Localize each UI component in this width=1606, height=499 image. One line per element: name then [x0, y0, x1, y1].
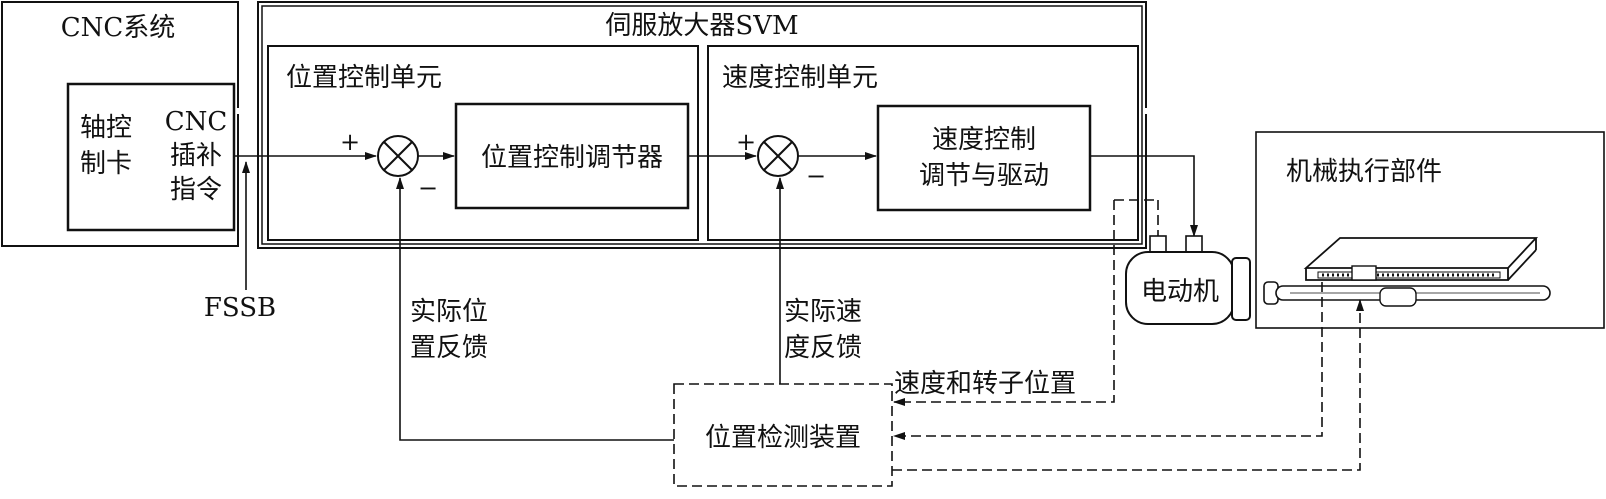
- speed-unit-title: 速度控制单元: [722, 63, 878, 93]
- servo-amplifier-title: 伺服放大器SVM: [605, 11, 798, 41]
- position-feedback-label: 实际位 置反馈: [410, 297, 488, 363]
- position-control-unit: 位置控制单元: [267, 45, 699, 241]
- forward-signal-path: [234, 152, 1198, 237]
- position-unit-title: 位置控制单元: [286, 63, 442, 93]
- cnc-cmd-label-3: 指令: [170, 175, 222, 205]
- cnc-cmd-label-2: 插补: [170, 141, 222, 171]
- feedback-signal-path: [396, 177, 784, 441]
- motor-label: 电动机: [1141, 277, 1219, 307]
- cnc-system-title: CNC系统: [61, 13, 176, 43]
- cnc-cmd-label-1: CNC: [165, 107, 228, 137]
- speed-driver-block: 速度控制 调节与驱动: [876, 104, 1092, 212]
- ball-screw-table: [1263, 237, 1551, 307]
- speed-minus-sign: −: [806, 162, 826, 190]
- position-regulator-label: 位置控制调节器: [481, 143, 663, 173]
- speed-plus-sign: +: [736, 128, 756, 156]
- servo-amplifier-block: 伺服放大器SVM: [257, 1, 1147, 249]
- position-regulator-block: 位置控制调节器: [454, 102, 690, 210]
- position-minus-sign: −: [418, 174, 438, 202]
- fssb-bus: FSSB: [204, 161, 276, 323]
- rotor-speed-position-label: 速度和转子位置: [894, 369, 1076, 399]
- motor: 电动机: [1114, 199, 1251, 325]
- speed-driver-label-1: 速度控制: [932, 125, 1036, 155]
- position-detector-label: 位置检测装置: [705, 423, 861, 453]
- svg-text:置反馈: 置反馈: [410, 333, 488, 363]
- svg-text:实际位: 实际位: [410, 297, 488, 327]
- svg-text:实际速: 实际速: [784, 297, 862, 327]
- mechanism-block: 机械执行部件: [1255, 131, 1605, 329]
- speed-driver-label-2: 调节与驱动: [919, 161, 1049, 191]
- speed-summing-junction: + −: [736, 128, 826, 190]
- position-summing-junction: + −: [340, 128, 438, 202]
- axis-card-label-2: 制卡: [80, 149, 132, 179]
- cnc-system-block: CNC系统: [1, 1, 239, 247]
- speed-feedback-label: 实际速 度反馈: [784, 297, 862, 363]
- position-plus-sign: +: [340, 128, 360, 156]
- sensor-dashed-lines: [892, 200, 1364, 471]
- position-detector-block: 位置检测装置: [673, 383, 893, 487]
- svg-text:度反馈: 度反馈: [784, 333, 862, 363]
- fssb-label: FSSB: [204, 293, 276, 323]
- frame-ticks: [236, 108, 1148, 114]
- axis-control-card-block: 轴控 制卡 CNC 插补 指令: [66, 82, 236, 232]
- speed-control-unit: 速度控制单元: [707, 45, 1139, 241]
- mechanism-label: 机械执行部件: [1286, 157, 1442, 187]
- axis-card-label-1: 轴控: [80, 113, 132, 143]
